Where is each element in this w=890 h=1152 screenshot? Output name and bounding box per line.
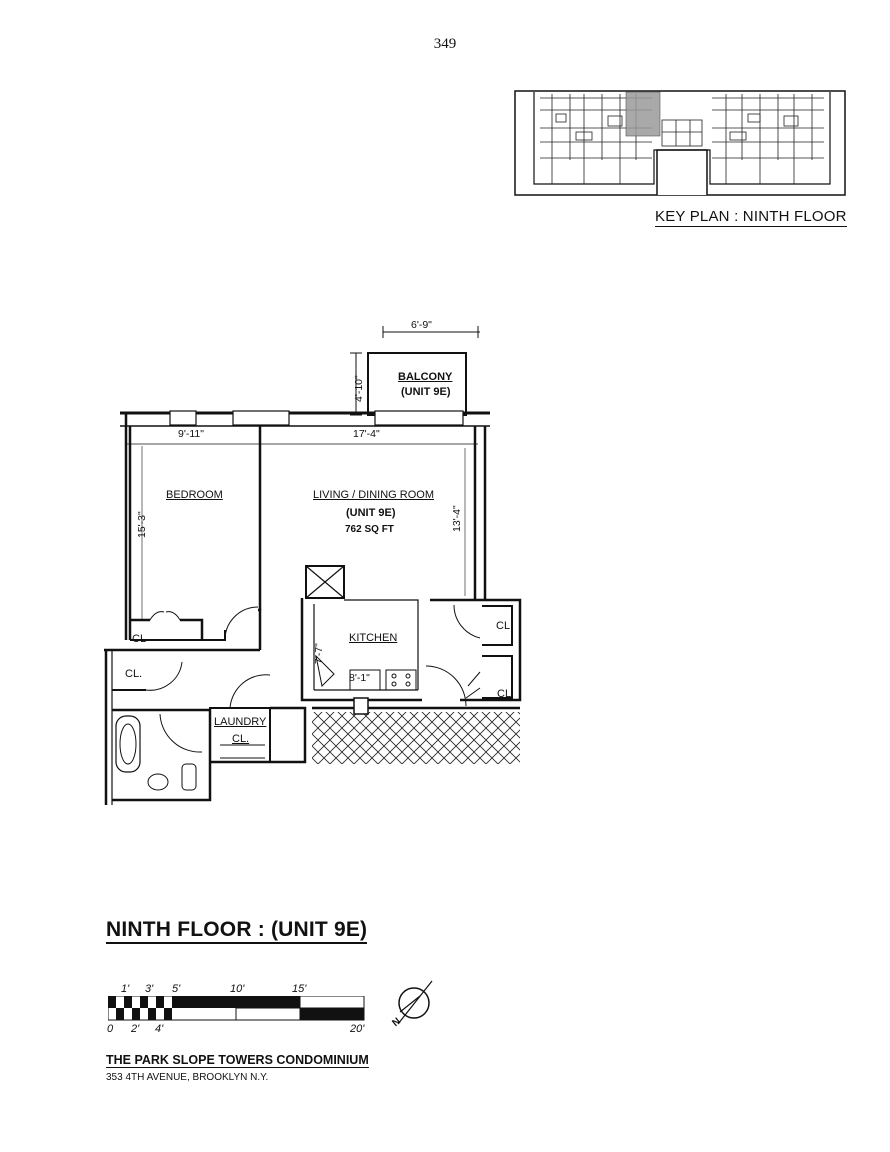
scale-label-4ft: 4' [155,1023,164,1035]
scale-label-2ft: 2' [131,1023,140,1035]
kitchen-depth-dimension: 7'-7" [313,643,325,664]
laundry-closet-label: CL. [232,733,250,745]
bedroom-depth-dimension: 15'-3" [136,511,148,538]
scale-label-0: 0 [107,1023,114,1035]
floor-title: NINTH FLOOR : (UNIT 9E) [106,918,368,944]
entry-closet-lower-label: CL [497,688,512,700]
key-plan-title: KEY PLAN : NINTH FLOOR [655,208,847,227]
scale-label-1ft: 1' [121,983,130,995]
building-name: THE PARK SLOPE TOWERS CONDOMINIUM [106,1053,369,1068]
hall-closet-label: CL. [125,668,143,680]
laundry-label: LAUNDRY [214,716,267,728]
scale-label-15ft: 15' [292,983,307,995]
scale-bar [108,996,365,1021]
kitchen-width-dimension: 8'-1" [349,672,370,684]
balcony-unit-label: (UNIT 9E) [401,386,451,398]
living-width-dimension: 17'-4" [353,428,380,440]
scale-label-10ft: 10' [230,983,245,995]
scale-label-3ft: 3' [145,983,154,995]
scale-label-20ft: 20' [350,1023,365,1035]
living-room-unit-label: (UNIT 9E) [346,507,396,519]
living-depth-dimension: 13'-4" [451,505,463,532]
page-number: 349 [433,36,457,52]
balcony-depth-dimension: 4'-10" [353,375,365,402]
building-address: 353 4TH AVENUE, BROOKLYN N.Y. [106,1072,269,1083]
balcony-label: BALCONY [398,371,453,383]
bedroom-width-dimension: 9'-11" [178,428,204,440]
scale-label-5ft: 5' [172,983,181,995]
living-room-label: LIVING / DINING ROOM [313,489,435,501]
bedroom-closet-label: CL [132,633,147,645]
key-plan-drawing [514,90,846,196]
kitchen-label: KITCHEN [349,632,398,644]
living-room-area: 762 SQ FT [345,524,394,535]
balcony-width-dimension: 6'-9" [411,319,432,331]
floor-plan-drawing [104,326,522,805]
entry-closet-upper-label: CL [496,620,511,632]
bedroom-label: BEDROOM [166,489,223,501]
north-arrow-icon [397,980,433,1025]
